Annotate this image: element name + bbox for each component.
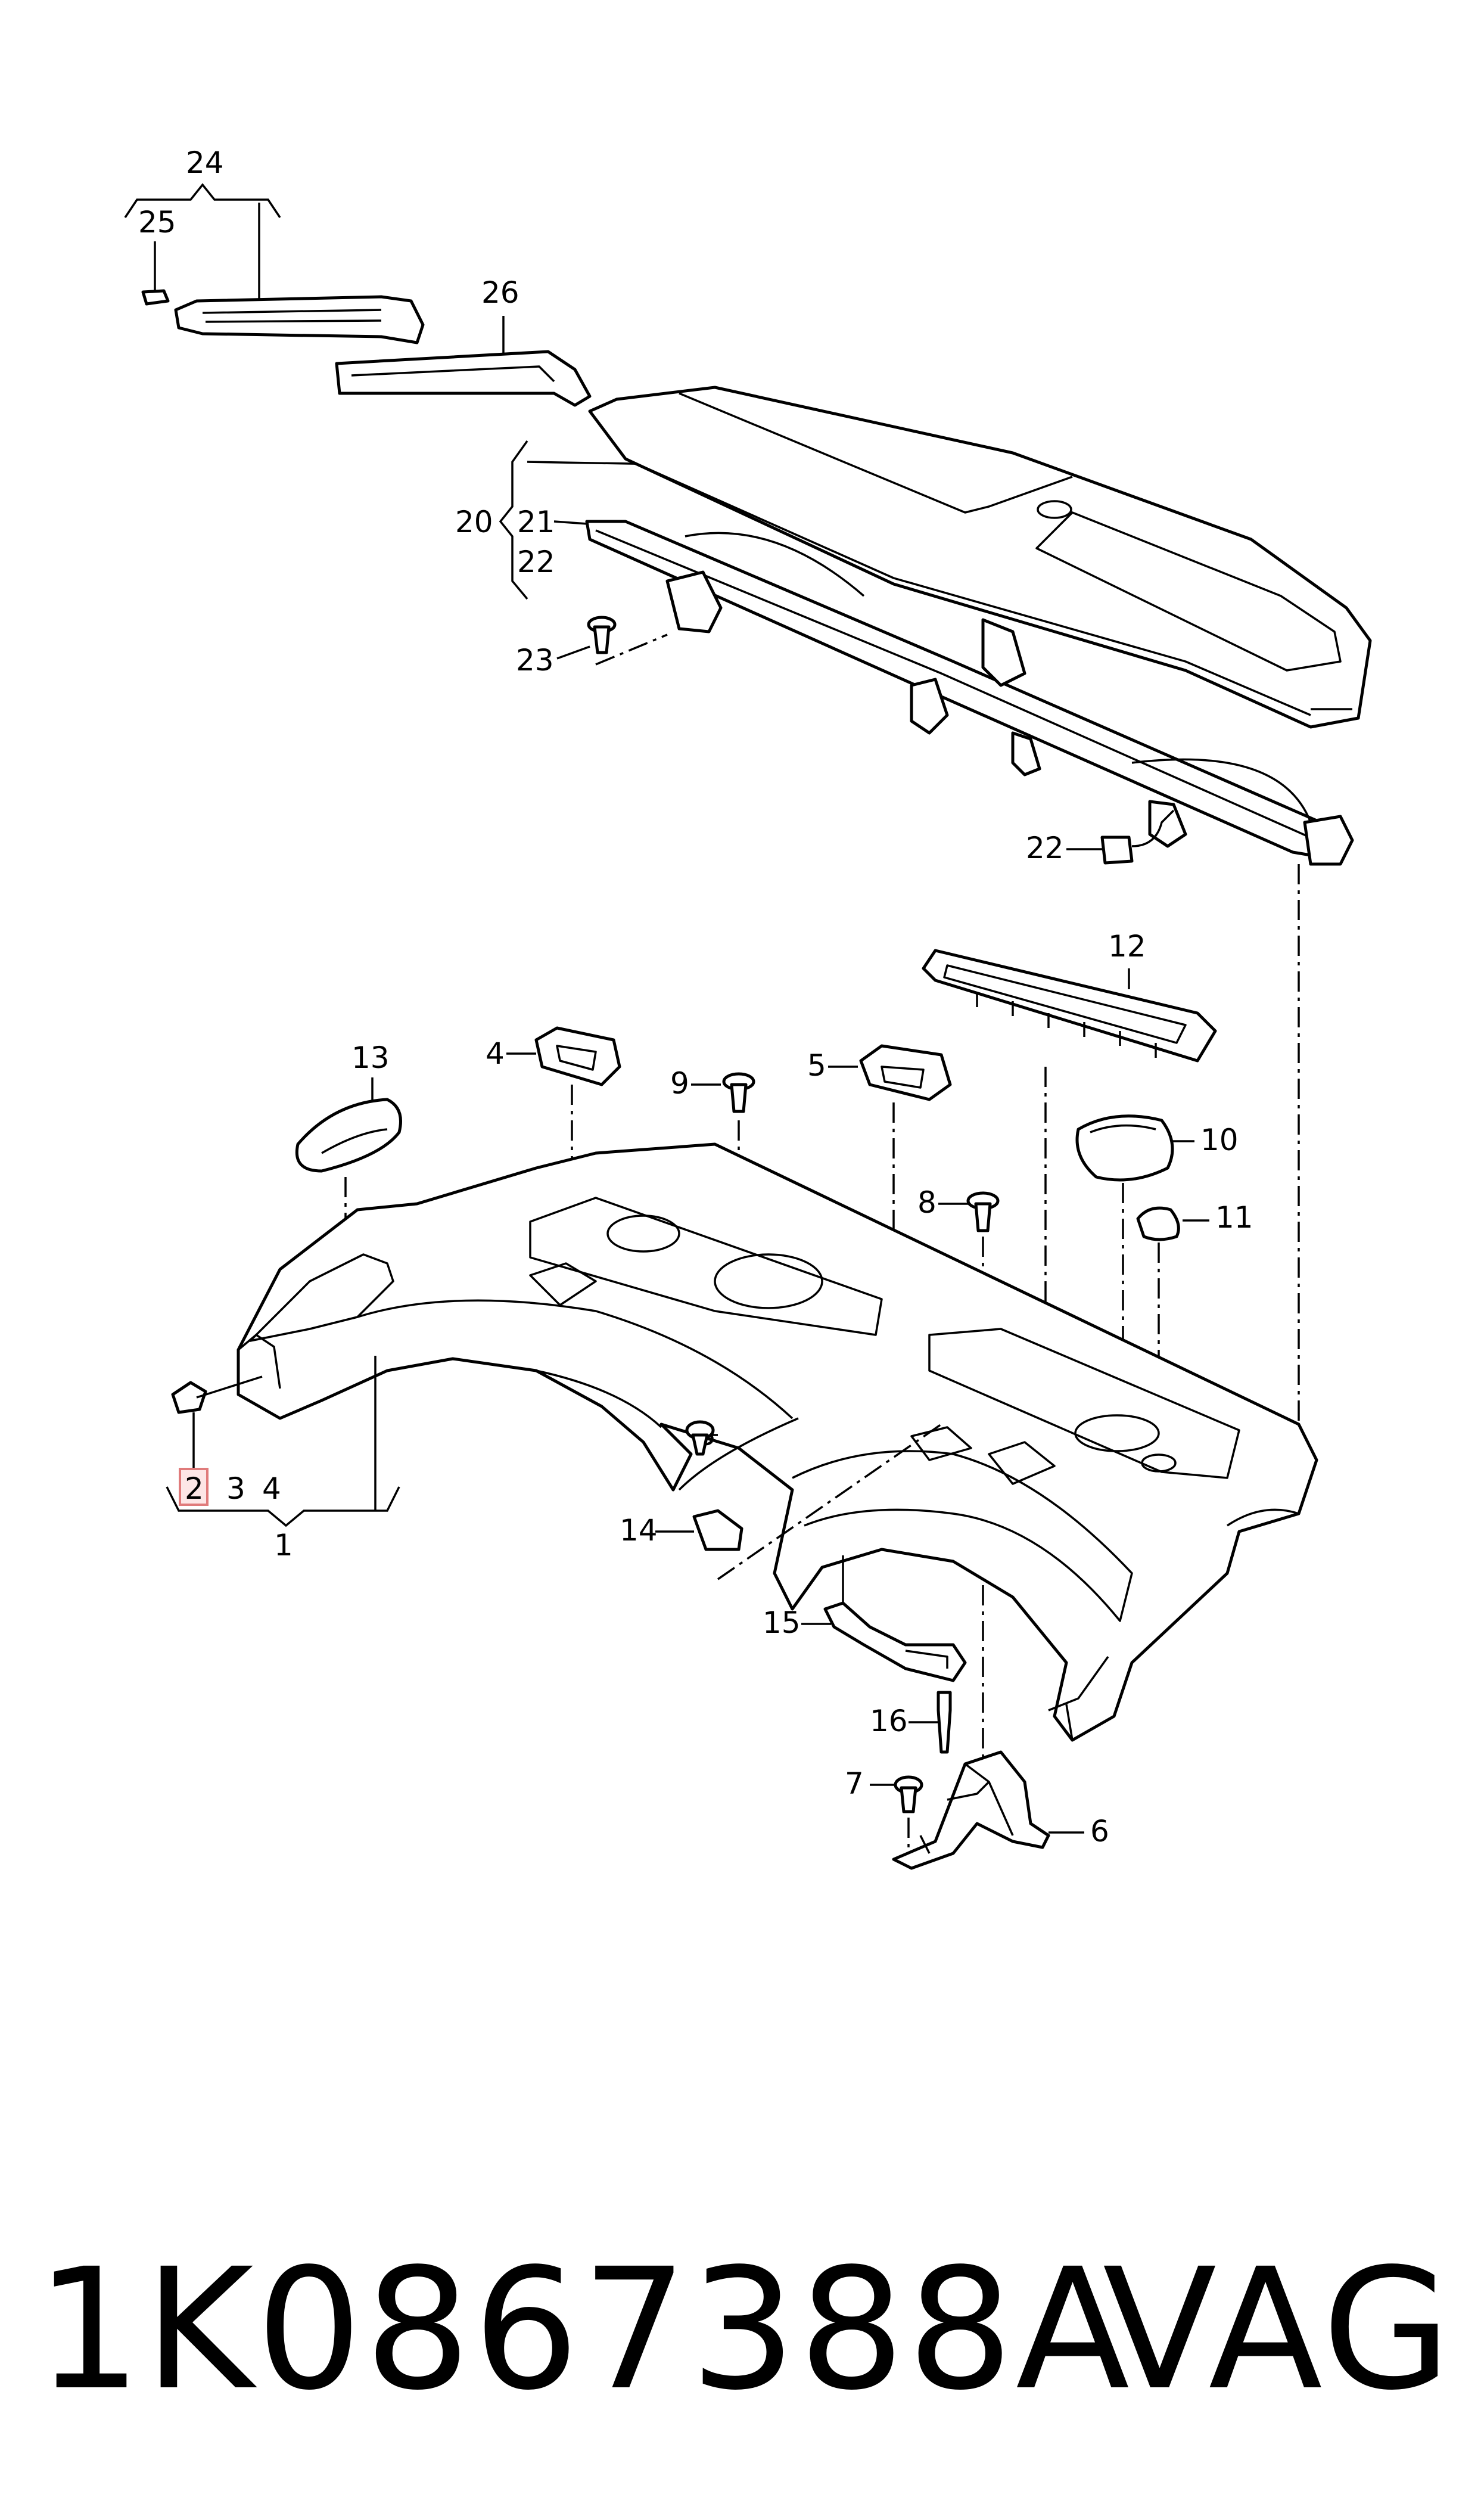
- callout-11[interactable]: 11: [1215, 1200, 1253, 1235]
- part-13-cover[interactable]: [295, 1098, 402, 1173]
- part-15-bracket[interactable]: [823, 1601, 967, 1682]
- part-23-screw[interactable]: [587, 616, 617, 654]
- part-22-connector[interactable]: [1100, 809, 1175, 865]
- part-25-clip[interactable]: [141, 289, 170, 306]
- brand-name: VAG: [1102, 2233, 1454, 2427]
- brace-24: [124, 183, 281, 218]
- callout-12[interactable]: 12: [1108, 929, 1146, 964]
- part-6-mount-bracket[interactable]: [892, 1750, 1050, 1870]
- part-12-insert-frame[interactable]: [922, 949, 1217, 1063]
- part-26-trim-cover[interactable]: [335, 350, 592, 407]
- part-1-rear-panel[interactable]: [237, 1142, 1318, 1742]
- callout-24[interactable]: 24: [186, 145, 224, 180]
- part-7-screw[interactable]: [894, 1775, 923, 1813]
- part-24-trim-strip[interactable]: [174, 295, 425, 344]
- brace-1: [166, 1486, 400, 1527]
- callout-22b[interactable]: 22: [1026, 831, 1064, 865]
- callout-2[interactable]: 2: [185, 1471, 204, 1506]
- callout-20[interactable]: 20: [455, 505, 493, 539]
- callout-3b[interactable]: 3: [226, 1471, 245, 1506]
- callout-13[interactable]: 13: [351, 1040, 390, 1075]
- callout-26[interactable]: 26: [481, 275, 519, 310]
- callout-4b[interactable]: 4: [262, 1471, 281, 1506]
- highlight-box: [179, 1468, 209, 1506]
- part-21-shelf-frame[interactable]: [585, 520, 1354, 866]
- part-4-bracket[interactable]: [534, 1026, 621, 1086]
- part-2-clip[interactable]: [171, 1381, 207, 1414]
- part-11-plug[interactable]: [1136, 1206, 1180, 1241]
- callout-16[interactable]: 16: [870, 1704, 908, 1738]
- part-9-screw[interactable]: [722, 1072, 755, 1113]
- callout-6[interactable]: 6: [1090, 1814, 1109, 1849]
- part-20-parcel-shelf[interactable]: [588, 386, 1372, 729]
- callout-23[interactable]: 23: [516, 643, 554, 678]
- callout-1[interactable]: 1: [274, 1528, 293, 1563]
- part-14-cover[interactable]: [692, 1509, 743, 1551]
- callout-9[interactable]: 9: [670, 1066, 689, 1101]
- callout-8[interactable]: 8: [917, 1185, 937, 1220]
- part-5-bracket[interactable]: [859, 1044, 952, 1101]
- callout-22[interactable]: 22: [517, 545, 555, 579]
- callout-14[interactable]: 14: [620, 1513, 658, 1548]
- callout-25[interactable]: 25: [138, 205, 176, 240]
- callout-5[interactable]: 5: [807, 1048, 826, 1083]
- footer: 1K0867388A VAG: [36, 2241, 1454, 2419]
- part-16-bolt[interactable]: [937, 1691, 952, 1754]
- part-8-screw[interactable]: [966, 1191, 1000, 1232]
- callout-4[interactable]: 4: [486, 1036, 505, 1071]
- part-10-plug[interactable]: [1075, 1114, 1174, 1182]
- callout-7[interactable]: 7: [845, 1766, 864, 1801]
- part-number: 1K0867388A: [36, 2233, 1133, 2427]
- callout-10[interactable]: 10: [1200, 1123, 1239, 1157]
- callout-15[interactable]: 15: [763, 1605, 801, 1640]
- callout-21[interactable]: 21: [517, 505, 555, 539]
- part-3-clip[interactable]: [685, 1420, 715, 1456]
- brace-20: [499, 440, 528, 600]
